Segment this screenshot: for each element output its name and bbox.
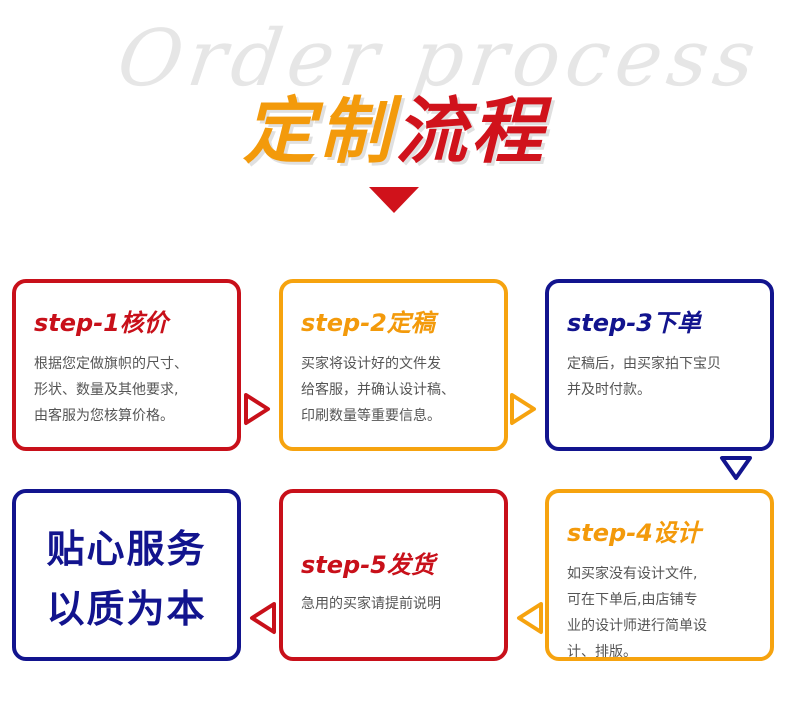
title-down-arrow-icon: [369, 187, 419, 213]
page-title: 定制流程: [0, 86, 790, 176]
step-5-label: step-5发货: [301, 551, 435, 579]
arrow-step3-to-step4-icon: [720, 456, 752, 480]
title-part-2: 流程: [395, 89, 548, 173]
step-4-card: step-4设计 如买家没有设计文件, 可在下单后,由店铺专 业的设计师进行简单…: [545, 489, 774, 661]
step-1-label: step-1核价: [34, 309, 168, 337]
title-part-1: 定制: [242, 89, 395, 173]
step-5-description: 急用的买家请提前说明: [301, 596, 441, 612]
step-2-card: step-2定稿 买家将设计好的文件发 给客服，并确认设计稿、 印刷数量等重要信…: [279, 279, 508, 451]
arrow-step1-to-step2-icon: [244, 393, 270, 425]
slogan-card: 贴心服务 以质为本: [12, 489, 241, 661]
slogan-line-2: 以质为本: [46, 587, 207, 631]
step-4-label: step-4设计: [567, 519, 701, 547]
step-1-description: 根据您定做旗帜的尺寸、 形状、数量及其他要求, 由客服为您核算价格。: [34, 356, 188, 424]
step-2-description: 买家将设计好的文件发 给客服，并确认设计稿、 印刷数量等重要信息。: [301, 356, 455, 424]
step-3-description: 定稿后，由买家拍下宝贝 并及时付款。: [567, 356, 721, 398]
arrow-step2-to-step3-icon: [510, 393, 536, 425]
step-2-label: step-2定稿: [301, 309, 435, 337]
step-5-card: step-5发货 急用的买家请提前说明: [279, 489, 508, 661]
slogan-line-1: 贴心服务: [46, 527, 207, 571]
arrow-step5-to-slogan-icon: [250, 602, 276, 634]
step-3-label: step-3下单: [567, 309, 701, 337]
step-3-card: step-3下单 定稿后，由买家拍下宝贝 并及时付款。: [545, 279, 774, 451]
step-1-card: step-1核价 根据您定做旗帜的尺寸、 形状、数量及其他要求, 由客服为您核算…: [12, 279, 241, 451]
step-4-description: 如买家没有设计文件, 可在下单后,由店铺专 业的设计师进行简单设 计、排版。: [567, 566, 707, 660]
arrow-step4-to-step5-icon: [517, 602, 543, 634]
